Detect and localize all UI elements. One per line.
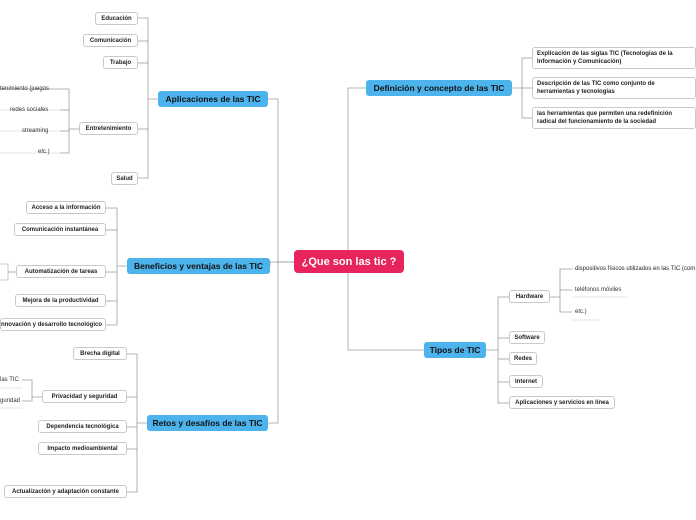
leaf-hardware[interactable]: Hardware [509, 290, 550, 303]
leaf-redes[interactable]: Redes [509, 352, 537, 365]
central-topic[interactable]: ¿Que son las tic ? [294, 250, 404, 273]
leaf-descripcion-tic[interactable]: Descripción de las TIC como conjunto de … [532, 77, 696, 99]
subitem-telefonos-moviles[interactable]: teléfonos móviles [575, 287, 622, 293]
leaf-explicacion-siglas[interactable]: Explicación de las siglas TIC (Tecnologí… [532, 47, 696, 69]
leaf-entretenimiento[interactable]: Entretenimiento [79, 122, 138, 135]
leaf-innovacion[interactable]: nnovación y desarrollo tecnológico [0, 318, 106, 331]
subitem-etc[interactable]: etc.) [38, 149, 50, 155]
branch-tipos[interactable]: Tipos de TIC [424, 342, 486, 358]
subitem-dispositivos-fisicos[interactable]: dispositivos físicos utilizados en las T… [575, 266, 696, 272]
branch-retos[interactable]: Retos y desafíos de las TIC [147, 415, 268, 431]
subitem-redes-sociales[interactable]: redes sociales [10, 107, 49, 113]
branch-aplicaciones[interactable]: Aplicaciones de las TIC [158, 91, 268, 107]
leaf-comunicacion[interactable]: Comunicación [83, 34, 138, 47]
leaf-automatizacion[interactable]: Automatización de tareas [16, 265, 106, 278]
leaf-trabajo[interactable]: Trabajo [103, 56, 138, 69]
leaf-privacidad-seguridad[interactable]: Privacidad y seguridad [42, 390, 127, 403]
subitem-seguridad[interactable]: guridad [0, 398, 21, 404]
leaf-dependencia-tecnologica[interactable]: Dependencia tecnológica [38, 420, 127, 433]
leaf-educacion[interactable]: Educación [95, 12, 138, 25]
branch-beneficios[interactable]: Beneficios y ventajas de las TIC [127, 258, 270, 274]
leaf-actualizacion-adaptacion[interactable]: Actualización y adaptación constante [4, 485, 127, 498]
leaf-brecha-digital[interactable]: Brecha digital [73, 347, 127, 360]
leaf-comunicacion-instantanea[interactable]: Comunicación instantánea [14, 223, 106, 236]
leaf-impacto-medioambiental[interactable]: Impacto medioambiental [38, 442, 127, 455]
leaf-internet[interactable]: Internet [509, 375, 543, 388]
subitem-streaming[interactable]: streaming [22, 128, 49, 134]
subitem-las-tic[interactable]: las TIC [0, 377, 19, 383]
subitem-etc[interactable]: etc.) [575, 309, 587, 315]
leaf-productividad[interactable]: Mejora de la productividad [15, 294, 106, 307]
leaf-acceso-informacion[interactable]: Acceso a la información [26, 201, 106, 214]
leaf-salud[interactable]: Salud [111, 172, 138, 185]
leaf-aplicaciones-servicios[interactable]: Aplicaciones y servicios en línea [509, 396, 615, 409]
branch-definicion[interactable]: Definición y concepto de las TIC [366, 80, 512, 96]
leaf-software[interactable]: Software [509, 331, 545, 344]
subitem-juegos[interactable]: tenimiento (juegos [0, 86, 50, 92]
leaf-redefinicion-sociedad[interactable]: las herramientas que permiten una redefi… [532, 107, 696, 129]
